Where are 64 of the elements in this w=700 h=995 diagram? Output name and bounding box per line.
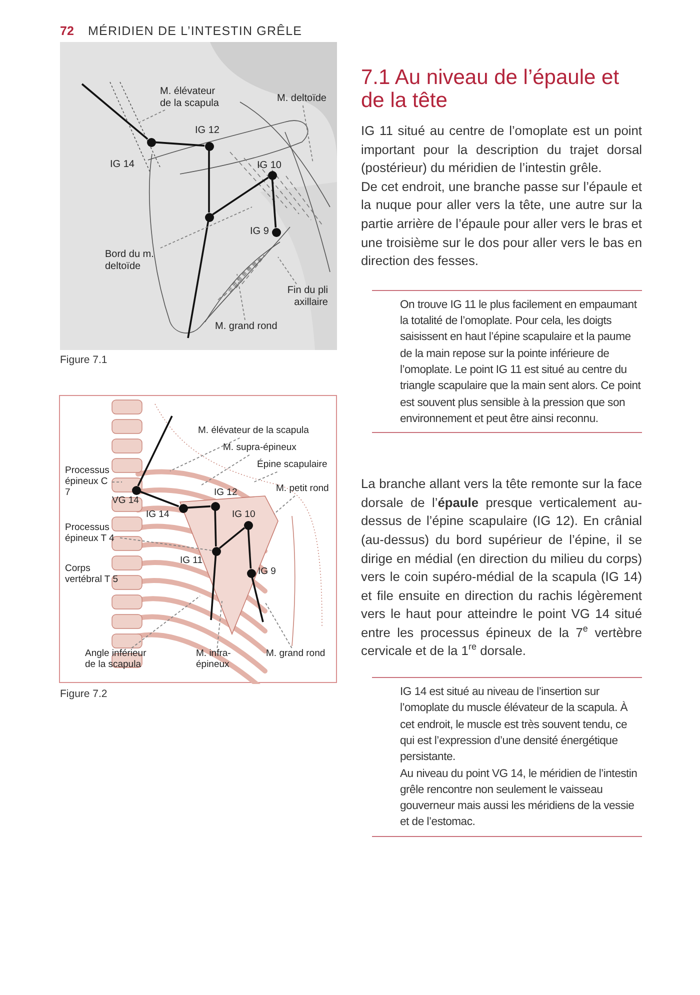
anatomy-label: M. supra-épineux [223,443,296,454]
acupoint-label: IG 9 [258,567,276,578]
anatomy-label: M. élévateur de la scapula [160,86,222,109]
anatomy-label: M. infra-épineux [196,649,236,671]
leader-line [274,495,296,514]
meridian-line [251,577,264,622]
body-paragraph: La branche allant vers la tête remonte sur la face dorsale de l’épaule presque verticalement au-dessus de l’épine scapulaire (IG 12). En crânial (au-dessus) du bord supérieur de l’épine, il se dirige en médial (en direction du milieu du corps) vers le coin supéro-médial de la scapula (IG 14) et file ensuite en direction du rachis légèrement vers le haut pour atteindre le point VG 14 situé entre les processus épineux de la 7$^{e}$ vertèbre cervicale et de la 1$^{re}$ dorsale. [361,475,642,660]
leader-line [170,437,240,472]
acupoint-label: IG 14 [110,159,134,170]
note-paragraph: IG 14 est situé au niveau de l’insertion sur l’omoplate du muscle élévateur de la scapula. À cet endroit, le muscle est très souvent tendu, ce qui est l’expression d’une densité énergétique persistante. [399,685,629,766]
meridian-line [140,490,180,508]
acupoint-label: IG 12 [195,125,220,136]
acupoint-label: IG 11 [180,556,203,567]
anatomy-label: M. petit rond [276,484,329,495]
acupoint-label: IG 12 [214,488,238,499]
leader-line [302,105,314,164]
leader-line [131,596,200,648]
leader-line [216,600,222,648]
meridian-line [187,221,210,338]
meridian-line [187,505,211,509]
acupoint-label: IG 10 [232,510,256,521]
acupoint-label: IG 9 [250,226,269,238]
section-heading: 7.1 Au niveau de l’épaule et de la tête [361,66,620,112]
anatomy-label: Épine scapulaire [257,460,328,471]
anatomy-label: Processus épineux T 4 [65,523,119,545]
leader-line [140,110,166,122]
leader-line [236,274,246,320]
anatomy-label: Corps vertébral T 5 [65,564,119,586]
figure-caption: Figure 7.1 [60,354,108,366]
leader-line [112,482,122,483]
anatomy-label: Bord du m. deltoïde [105,249,160,272]
note-paragraph: On trouve IG 11 le plus facilement en empaumant la totalité de l’omoplate. Pour cela, les doigts saisissent en haut l’épine scapulaire et la paume de la main repose sur la pointe inférieure de l’omoplate. Le point IG 11 est situé au centre du triangle scapulaire que la main sent alors. Ce point est souvent plus sensible à la pression que son environnement et peut être ainsi reconnu. [399,298,642,427]
leader-line [278,256,297,284]
meridian-line [137,416,173,486]
leader-line [200,454,250,486]
meridian-line [210,555,217,620]
meridian-line [247,529,252,569]
leader-line [264,602,292,648]
meridian-line [155,141,205,147]
acupoint-label: VG 14 [112,496,139,507]
meridian-line [214,510,217,547]
leader-line [120,537,212,551]
acupoint-label: IG 10 [257,160,282,172]
page-number: 72 [60,24,74,38]
body-paragraph: IG 11 situé au centre de l’omoplate est un point important pour la description du trajet dorsal (postérieur) du méridien de l’intestin grêle. [361,122,642,178]
acupoint-label: IG 14 [146,510,170,521]
anatomy-label: M. grand rond [266,649,326,660]
anatomy-label: Fin du pli axillaire [282,285,328,308]
anatomy-label: M. grand rond [215,321,278,332]
meridian-line [271,179,277,228]
body-paragraph: De cet endroit, une branche passe sur l’épaule et la nuque pour aller vers la tête, une autre sur la partie arrière de l’épaule pour aller vers le bras et une troisième sur le dos pour aller vers le bas en direction des fesses. [361,178,642,270]
leader-line [160,206,252,248]
anatomy-label: Angle inférieur de la scapula [85,649,147,671]
meridian-line [208,150,210,212]
leader-line [254,471,278,482]
anatomy-label: M. deltoïde [277,93,326,104]
running-header: MÉRIDIEN DE L’INTESTIN GRÊLE [88,24,302,38]
anatomy-label: M. élévateur de la scapula [198,426,309,437]
figure-caption: Figure 7.2 [60,688,108,700]
meridian-line [212,176,269,216]
note-paragraph: Au niveau du point VG 14, le méridien de l’intestin grêle rencontre non seulement le vaisseau gouverneur mais aussi les méridiens de la vessie et de l’estomac. [399,766,638,830]
meridian-line [81,83,148,140]
meridian-line [218,527,246,549]
anatomy-label: Processus épineux C 7 [65,466,111,499]
